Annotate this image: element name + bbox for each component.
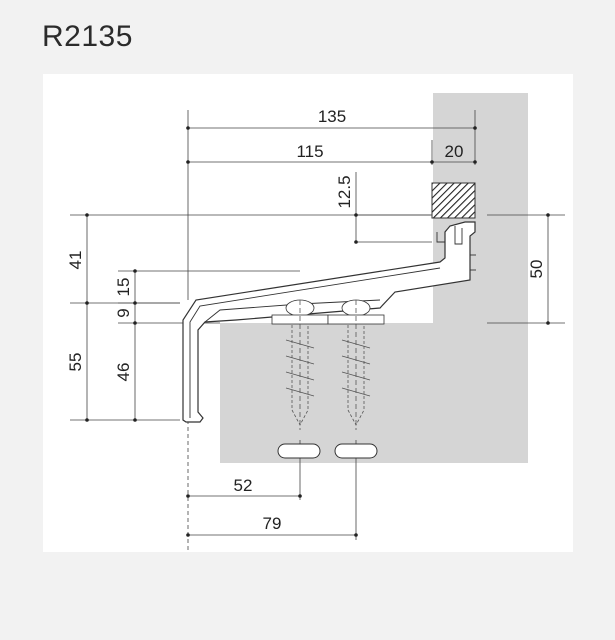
dim-52: 52 bbox=[234, 476, 253, 495]
page-title: R2135 bbox=[42, 20, 133, 53]
dim-135: 135 bbox=[318, 107, 346, 126]
dim-15: 15 bbox=[114, 278, 133, 297]
dim-79: 79 bbox=[263, 514, 282, 533]
technical-drawing: 135 115 20 12.5 41 15 9 55 46 50 52 79 bbox=[66, 93, 565, 550]
dim-115: 115 bbox=[296, 142, 323, 161]
screw-2 bbox=[327, 299, 385, 430]
dimension-markers bbox=[85, 126, 550, 537]
dim-12-5: 12.5 bbox=[335, 175, 354, 208]
slot-hole-1 bbox=[277, 443, 321, 459]
dim-41: 41 bbox=[66, 251, 85, 270]
dim-50: 50 bbox=[527, 260, 546, 279]
slot-hole-2 bbox=[334, 443, 378, 459]
dimension-lines bbox=[70, 110, 565, 550]
drawing-panel: 135 115 20 12.5 41 15 9 55 46 50 52 79 bbox=[43, 74, 573, 552]
dim-20: 20 bbox=[445, 142, 464, 161]
wall-section bbox=[220, 93, 528, 463]
seal-block bbox=[431, 182, 476, 219]
sill-profile bbox=[182, 221, 476, 423]
dim-46: 46 bbox=[114, 363, 133, 382]
dim-55: 55 bbox=[66, 353, 85, 372]
dim-9: 9 bbox=[114, 308, 133, 317]
